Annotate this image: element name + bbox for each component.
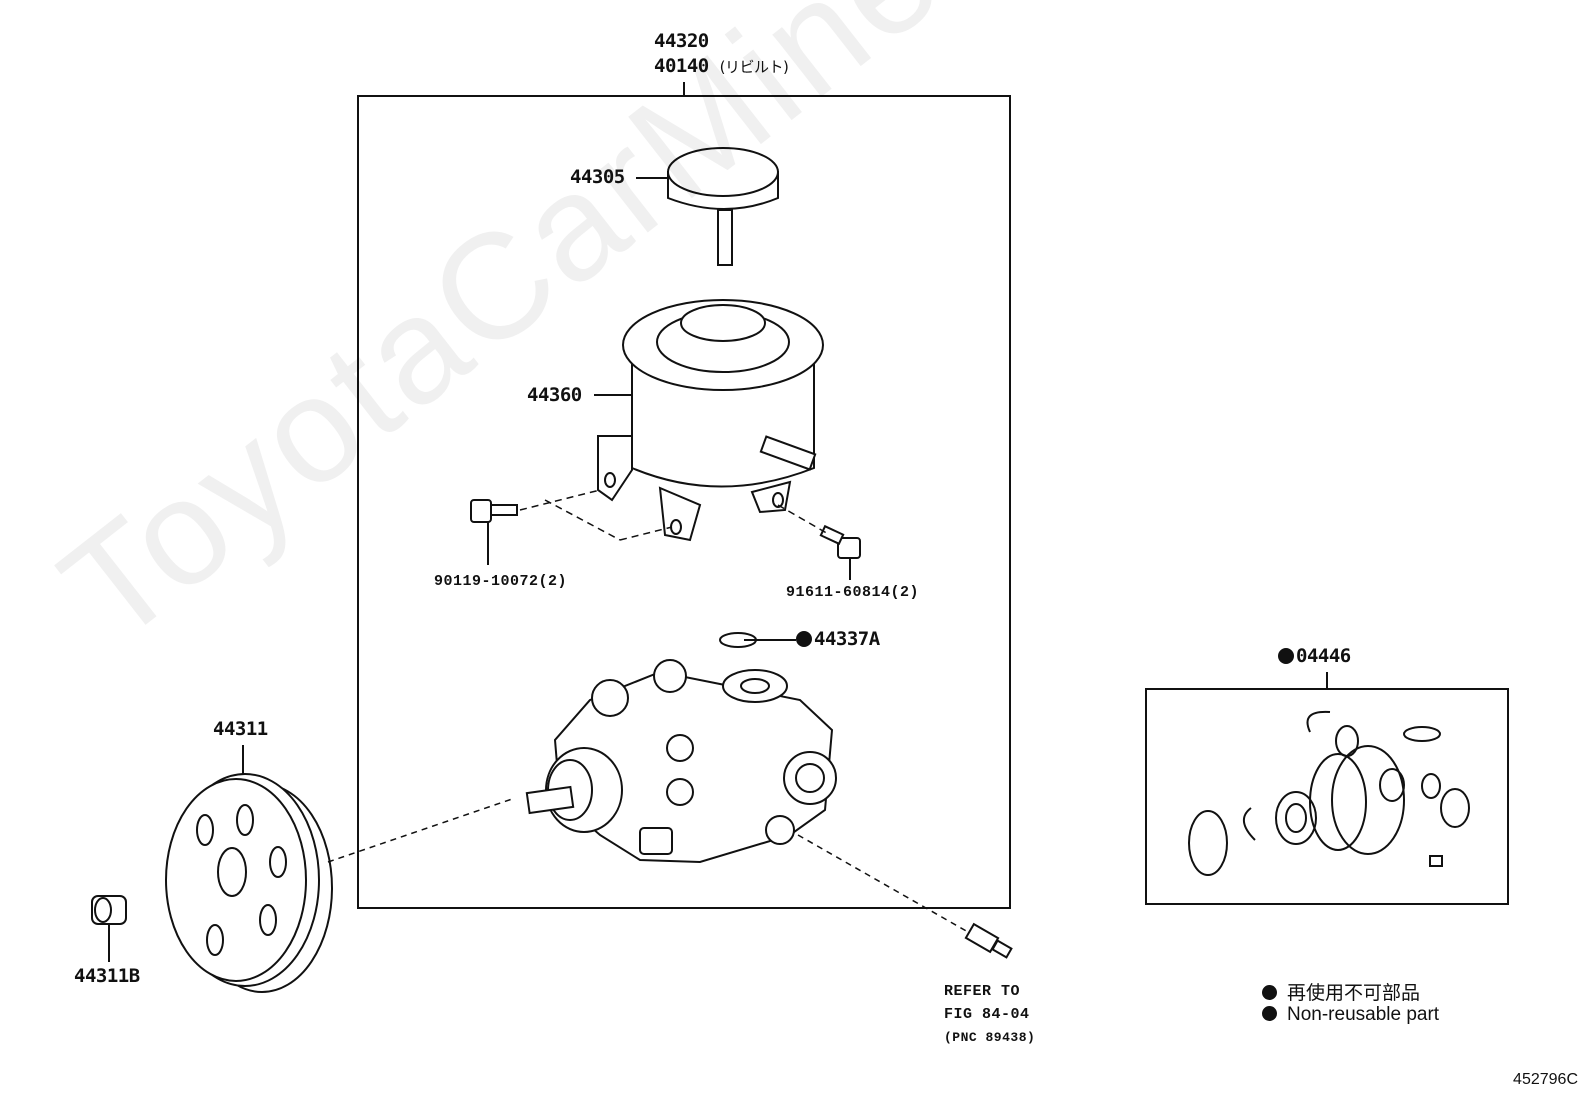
pulley-icon [165, 773, 333, 993]
label-44311B: 44311B [74, 965, 140, 987]
legend-dot-icon [1262, 985, 1277, 1000]
label-04446: 04446 [1278, 645, 1351, 667]
gasket-kit-parts-icon [1188, 710, 1470, 876]
label-40140: 40140 (リビルト) [654, 55, 789, 77]
legend-en-text: Non-reusable part [1287, 1004, 1440, 1025]
non-reusable-dot-icon [796, 631, 812, 647]
label-44305: 44305 [570, 166, 625, 188]
label-44320: 44320 [654, 30, 709, 52]
pump-body-icon [525, 659, 837, 864]
legend-dot-icon [1262, 1006, 1277, 1021]
label-04446-code: 04446 [1296, 645, 1351, 667]
diagram-code: 452796C [1513, 1071, 1578, 1088]
label-40140-code: 40140 [654, 55, 709, 77]
reservoir-icon [597, 299, 824, 542]
non-reusable-dot-icon [1278, 648, 1294, 664]
bolt-right-icon [819, 524, 861, 559]
label-44337A-code: 44337A [814, 628, 880, 650]
refer-line-2: FIG 84-04 [944, 1006, 1030, 1023]
bolt-left-icon [470, 499, 518, 523]
o-ring-icon [719, 632, 757, 648]
legend-en: Non-reusable part [1262, 1004, 1439, 1026]
label-44311: 44311 [213, 718, 268, 740]
label-44337A: 44337A [796, 628, 880, 650]
refer-line-1: REFER TO [944, 983, 1021, 1000]
reservoir-cap-icon [667, 147, 779, 266]
refer-line-3: (PNC 89438) [944, 1030, 1036, 1045]
label-rebuilt-note: (リビルト) [719, 58, 789, 76]
pulley-nut-icon [91, 895, 127, 925]
legend-jp-text: 再使用不可部品 [1287, 983, 1421, 1004]
legend-jp: 再使用不可部品 [1262, 978, 1420, 1005]
label-bolt-left: 90119-10072(2) [434, 573, 568, 590]
pressure-switch-icon [964, 922, 1013, 959]
label-44360: 44360 [527, 384, 582, 406]
label-bolt-right: 91611-60814(2) [786, 584, 920, 601]
